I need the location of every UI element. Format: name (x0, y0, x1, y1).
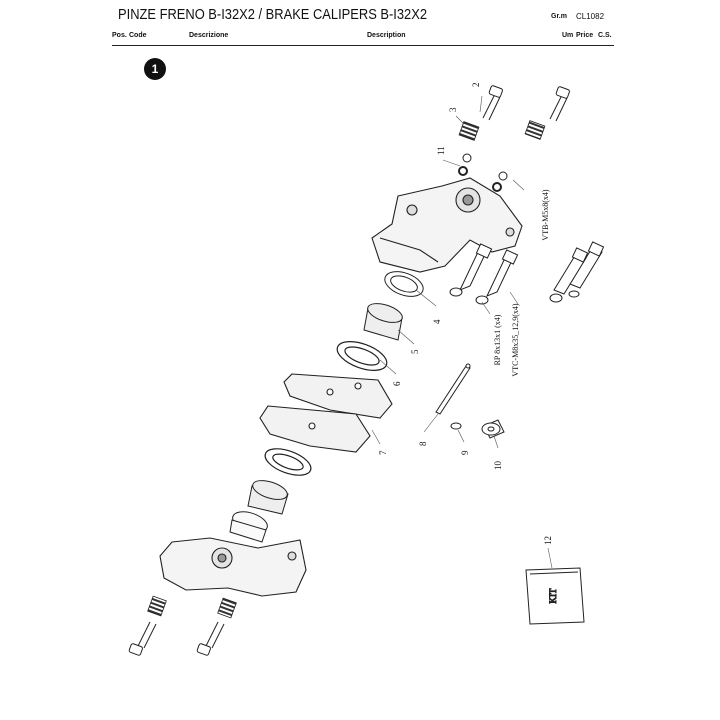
callout-3: 3 (448, 107, 458, 112)
spring-upper-right (524, 120, 546, 140)
seal-upper (384, 271, 424, 297)
callout-5: 5 (410, 349, 420, 354)
label-vtc: VTC-M8x35_12,9(x4) (511, 303, 520, 376)
callout-numbers: 2 3 4 5 6 7 8 9 10 11 12 (378, 83, 553, 546)
group-number-badge: 1 (144, 58, 166, 80)
callout-7: 7 (378, 450, 388, 455)
spring-lower-left (147, 595, 167, 617)
col-code: Code (129, 32, 147, 39)
piston-lower-inner (229, 511, 268, 543)
label-rp: RP 8x13x1 (x4) (493, 314, 502, 365)
callout-10: 10 (493, 461, 503, 471)
col-pos: Pos. (112, 32, 127, 39)
spring-lower-right (217, 597, 237, 619)
plugs-and-orings (458, 153, 508, 192)
long-bolts-center (449, 243, 519, 305)
dust-seal-upper (336, 341, 388, 371)
header-rule (112, 45, 614, 46)
caliper-body-upper (371, 177, 523, 273)
col-descrizione: Descrizione (189, 32, 229, 39)
kit-label: KIT (548, 588, 558, 603)
seal-lower (264, 448, 312, 476)
col-price: Price (576, 32, 594, 39)
pad-clip (450, 422, 462, 430)
callout-2: 2 (471, 83, 481, 88)
bleed-screw-lower-right (196, 621, 225, 656)
label-vtb: VTB-M5x8(x4) (541, 189, 550, 240)
group-code: CL1082 (576, 12, 605, 21)
pad-pin (435, 363, 471, 415)
bleed-screw-lower-left (128, 621, 157, 656)
piston-lower (247, 480, 289, 515)
caliper-body-lower (159, 537, 307, 597)
pin-nut (481, 419, 505, 439)
spring-upper-left (458, 121, 480, 141)
col-description: Description (367, 32, 406, 39)
piston-upper (363, 303, 403, 341)
callout-4: 4 (432, 319, 442, 324)
callout-6: 6 (392, 381, 402, 386)
group-label: Gr.m (551, 13, 567, 20)
kit-bag: KIT (525, 567, 585, 625)
bleed-screw-upper-left (482, 85, 503, 121)
callout-12: 12 (543, 536, 553, 545)
callout-8: 8 (418, 441, 428, 446)
brake-pads (259, 373, 393, 453)
long-bolts-right (549, 241, 605, 303)
leader-lines (371, 95, 553, 569)
col-cs: C.S. (598, 32, 612, 39)
group-number: 1 (152, 62, 159, 76)
callout-11: 11 (436, 146, 446, 155)
col-um: Um (562, 32, 574, 39)
page-title: PINZE FRENO B-I32X2 / BRAKE CALIPERS B-I… (118, 6, 427, 23)
callout-9: 9 (460, 450, 470, 455)
bleed-screw-upper-right (549, 86, 570, 122)
